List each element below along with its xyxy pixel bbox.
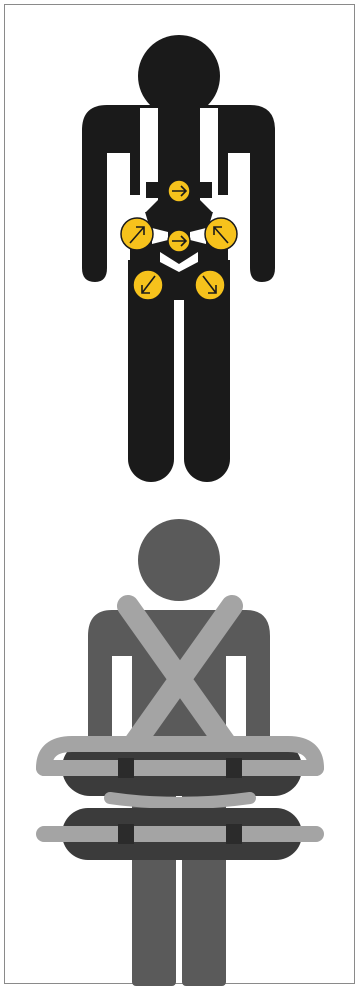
bottom-figure-right-arm-gap — [228, 656, 238, 736]
upper-belt-wrap-bottom — [110, 798, 250, 803]
bottom-figure-left-arm-gap — [120, 656, 130, 736]
upper-belt-buckle-left — [118, 758, 134, 778]
lower-belt-strap — [36, 826, 324, 842]
bottom-figure — [36, 519, 324, 986]
adjustment-point-left-leg — [133, 270, 163, 300]
top-figure — [82, 35, 275, 482]
top-figure-right-leg — [184, 270, 230, 482]
adjustment-point-center-waist — [168, 230, 190, 252]
bottom-figure-head — [138, 519, 220, 601]
adjustment-point-left-waist — [121, 218, 153, 250]
upper-belt-strap — [36, 760, 324, 776]
lower-belt-buckle-right — [226, 824, 242, 844]
top-figure-head — [138, 35, 220, 117]
adjustment-point-right-leg — [195, 270, 225, 300]
adjustment-point-right-waist — [205, 218, 237, 250]
top-figure-left-leg — [128, 270, 174, 482]
lower-belt-buckle-left — [118, 824, 134, 844]
adjustment-point-chest — [168, 180, 190, 202]
upper-belt-buckle-right — [226, 758, 242, 778]
